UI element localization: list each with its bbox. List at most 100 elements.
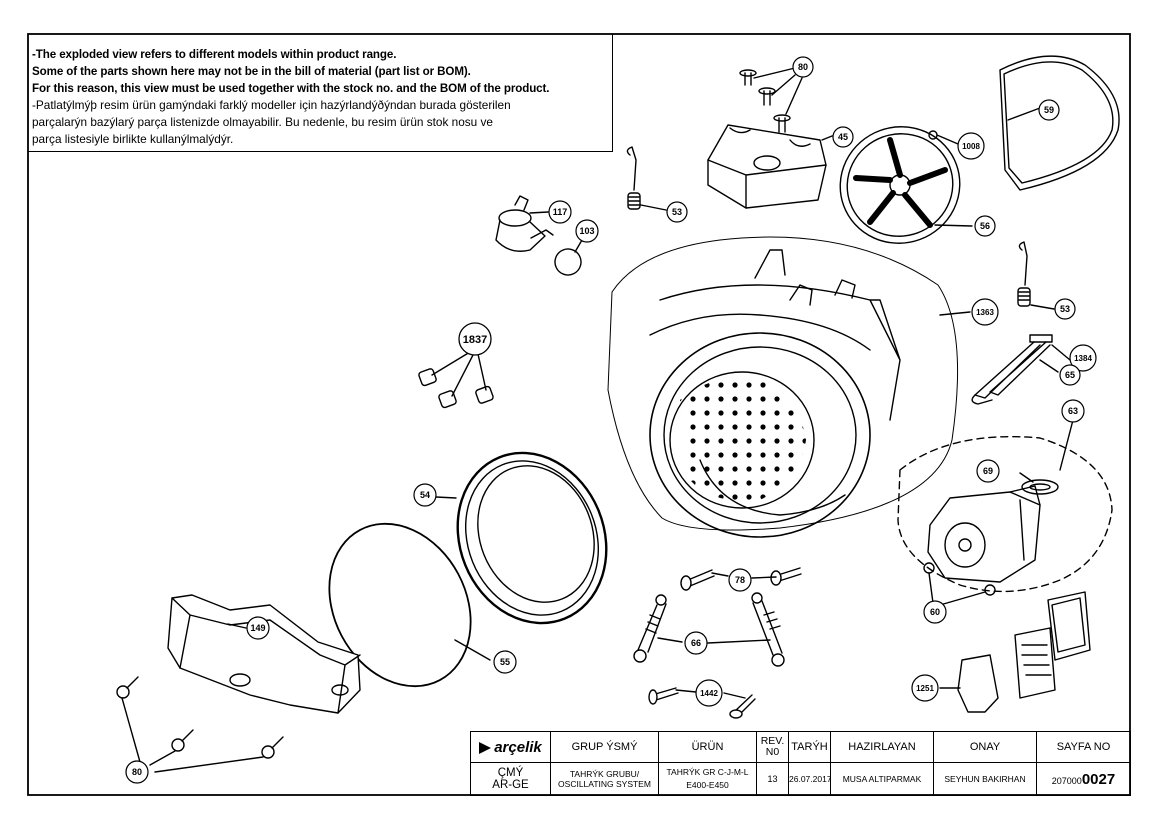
group-name-line-2: OSCILLATING SYSTEM <box>558 779 651 789</box>
tub-assembly <box>607 236 971 538</box>
screw-group-bottom <box>116 676 284 773</box>
svg-text:53: 53 <box>672 207 682 217</box>
svg-text:80: 80 <box>798 62 808 72</box>
callout-53-left: 53 <box>666 201 688 223</box>
tarih-header: TARÝH <box>788 731 831 763</box>
svg-text:78: 78 <box>735 575 745 585</box>
counterweight-top <box>707 124 833 209</box>
svg-text:59: 59 <box>1044 105 1054 115</box>
callout-1251: 1251 <box>911 674 939 702</box>
grup-header: GRUP ÝSMÝ <box>550 731 659 763</box>
drain-pump-117 <box>495 195 554 252</box>
callout-78: 78 <box>728 568 752 592</box>
callout-1363: 1363 <box>971 298 999 326</box>
onay-header: ONAY <box>933 731 1037 763</box>
counterweight-front <box>167 594 361 714</box>
caps-1837 <box>418 351 494 409</box>
callout-1442: 1442 <box>695 679 723 707</box>
prepared-by: MUSA ALTIPARMAK <box>830 762 934 796</box>
product-name-line-1: TAHRÝK GR C-J-M-L <box>666 767 749 777</box>
notice-line-2: Some of the parts shown here may not be … <box>32 65 471 78</box>
svg-text:149: 149 <box>250 623 265 633</box>
callout-149: 149 <box>246 616 270 640</box>
svg-text:117: 117 <box>553 207 568 217</box>
department: ÇMÝ AR-GE <box>470 762 551 796</box>
approved-by: SEYHUN BAKIRHAN <box>933 762 1037 796</box>
svg-text:63: 63 <box>1068 406 1078 416</box>
o-ring-103 <box>554 239 583 276</box>
svg-text:65: 65 <box>1065 370 1075 380</box>
product-name-line-2: E400-E450 <box>686 780 729 790</box>
motor-assembly <box>897 419 1113 606</box>
svg-text:54: 54 <box>420 490 430 500</box>
callout-55: 55 <box>493 650 517 674</box>
department-line-2: AR-GE <box>492 779 529 791</box>
callout-80-top: 80 <box>792 56 814 78</box>
svg-text:1363: 1363 <box>976 308 994 317</box>
revision-number: 13 <box>756 762 789 796</box>
product-name: TAHRÝK GR C-J-M-L E400-E450 <box>658 762 757 796</box>
nut-1008 <box>928 130 959 145</box>
notice-line-4: -Patlatýlmýþ resim ürün gamýndaki farklý… <box>32 98 511 112</box>
svg-text:103: 103 <box>579 226 594 236</box>
svg-text:80: 80 <box>132 767 142 777</box>
date-value: 26.07.2017 <box>788 762 831 796</box>
svg-text:1008: 1008 <box>962 142 980 151</box>
svg-text:56: 56 <box>980 221 990 231</box>
callout-1008: 1008 <box>957 132 985 160</box>
svg-text:69: 69 <box>983 466 993 476</box>
bolts-78 <box>680 567 802 591</box>
callout-65: 65 <box>1059 364 1081 386</box>
callout-63: 63 <box>1061 399 1085 423</box>
callout-66: 66 <box>684 631 708 655</box>
group-name-line-1: TAHRÝK GRUBU/ <box>569 769 640 779</box>
svg-text:1837: 1837 <box>463 334 487 346</box>
hazirlayan-header: HAZIRLAYAN <box>830 731 934 763</box>
disclaimer-notice: -The exploded view refers to different m… <box>28 34 613 152</box>
callout-1837: 1837 <box>458 322 492 356</box>
svg-text:60: 60 <box>930 607 940 617</box>
svg-text:1251: 1251 <box>916 684 934 693</box>
svg-text:1442: 1442 <box>700 689 718 698</box>
gasket-clamp-ring <box>328 522 491 688</box>
sayfa-header: SAYFA NO <box>1036 731 1131 763</box>
svg-text:45: 45 <box>838 132 848 142</box>
callout-103: 103 <box>575 219 599 243</box>
page-number: 2070000027 <box>1036 762 1131 796</box>
rev-header: REV. N0 <box>756 731 789 763</box>
suspension-spring-right <box>1017 241 1055 310</box>
callout-117: 117 <box>548 200 572 224</box>
callout-59: 59 <box>1038 99 1060 121</box>
callout-80-bottom: 80 <box>125 760 149 784</box>
svg-text:55: 55 <box>500 657 510 667</box>
notice-line-5: parçalarýn bazýlarý parça listenizde olm… <box>32 115 493 129</box>
logo-mark-icon <box>479 741 492 754</box>
svg-text:53: 53 <box>1060 304 1070 314</box>
svg-text:1384: 1384 <box>1074 354 1092 363</box>
heating-element <box>971 334 1071 405</box>
department-line-1: ÇMÝ <box>497 767 524 779</box>
callout-54: 54 <box>413 483 437 507</box>
notice-line-1: -The exploded view refers to different m… <box>32 48 397 61</box>
door-gasket <box>435 451 608 625</box>
callout-60: 60 <box>923 600 947 624</box>
callout-45: 45 <box>832 126 854 148</box>
callout-53-right: 53 <box>1054 298 1076 320</box>
page-number-suffix: 0027 <box>1081 770 1116 788</box>
suspension-spring-left <box>626 146 667 211</box>
title-block: arçelik GRUP ÝSMÝ ÜRÜN REV. N0 TARÝH HAZ… <box>470 731 1131 796</box>
shock-absorbers <box>633 592 785 667</box>
svg-text:66: 66 <box>691 638 701 648</box>
control-board <box>939 591 1091 713</box>
callout-69: 69 <box>976 459 1000 483</box>
page-number-prefix: 207000 <box>1051 775 1082 786</box>
drum-pulley <box>839 126 973 244</box>
callout-1384: 1384 <box>1069 344 1097 372</box>
group-name: TAHRÝK GRUBU/ OSCILLATING SYSTEM <box>550 762 659 796</box>
brand-logo: arçelik <box>470 731 551 763</box>
drive-belt <box>999 55 1120 191</box>
pins-1442 <box>648 687 756 719</box>
notice-line-3: For this reason, this view must be used … <box>32 82 550 95</box>
notice-line-6: parça listesiyle birlikte kullanýlmalýdý… <box>32 132 234 146</box>
